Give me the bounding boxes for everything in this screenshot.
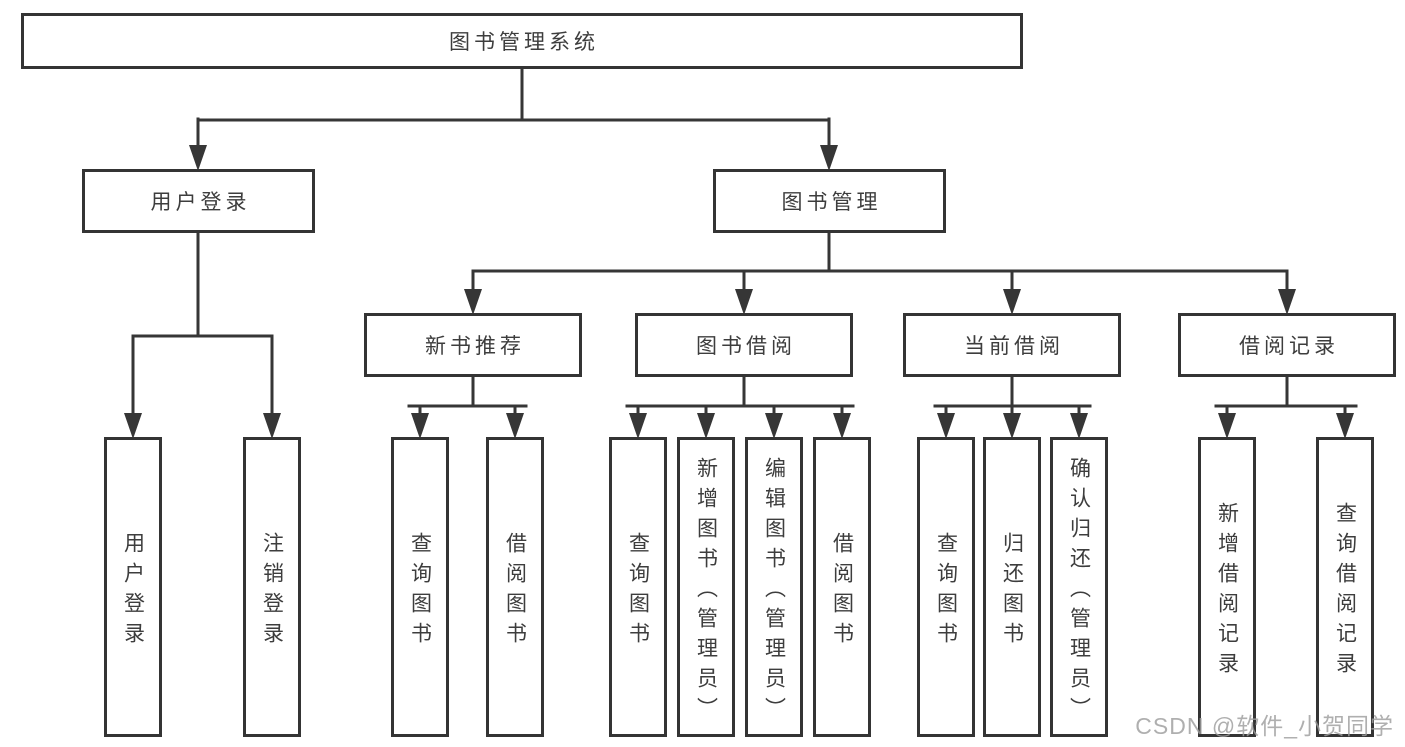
node-leaf-query-books-recommend: 查询图书 [391,437,449,737]
node-leaf-query-books-current: 查询图书 [917,437,975,737]
node-root-library-system: 图书管理系统 [21,13,1023,69]
node-leaf-query-borrow-record: 查询借阅记录 [1316,437,1374,737]
node-leaf-borrow-books-borrowing: 借阅图书 [813,437,871,737]
node-leaf-query-books-borrowing: 查询图书 [609,437,667,737]
node-leaf-user-login: 用户登录 [104,437,162,737]
node-leaf-logout: 注销登录 [243,437,301,737]
node-leaf-confirm-return-admin: 确认归还（管理员） [1050,437,1108,737]
node-book-management: 图书管理 [713,169,946,233]
node-leaf-add-borrow-record: 新增借阅记录 [1198,437,1256,737]
node-book-borrowing: 图书借阅 [635,313,853,377]
node-leaf-edit-book-admin: 编辑图书（管理员） [745,437,803,737]
node-borrowing-records: 借阅记录 [1178,313,1396,377]
node-current-borrowing: 当前借阅 [903,313,1121,377]
node-new-book-recommendation: 新书推荐 [364,313,582,377]
node-leaf-borrow-books-recommend: 借阅图书 [486,437,544,737]
node-leaf-return-book: 归还图书 [983,437,1041,737]
node-leaf-add-book-admin: 新增图书（管理员） [677,437,735,737]
node-user-login: 用户登录 [82,169,315,233]
